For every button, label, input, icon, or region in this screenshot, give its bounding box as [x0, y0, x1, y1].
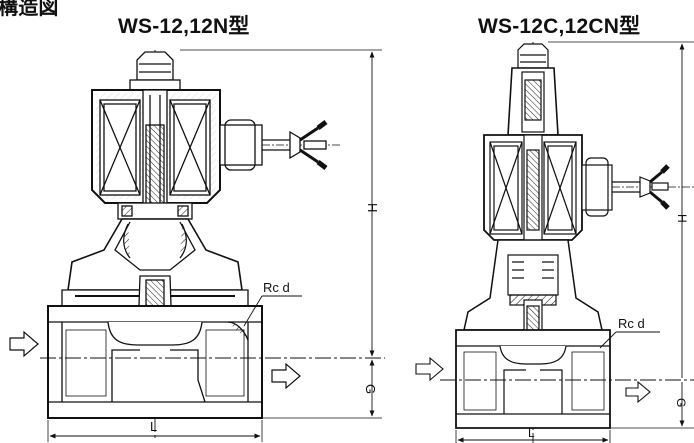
right-valve-drawing: [415, 41, 694, 443]
left-valve-drawing: [9, 49, 385, 442]
left-port-label: Rc d: [263, 280, 290, 295]
right-offset-label: G: [674, 398, 688, 407]
section-title: 構造図: [0, 0, 59, 19]
left-model-title: WS-12,12N型: [118, 15, 250, 38]
left-offset-label: G: [363, 384, 378, 394]
right-port-label: Rc d: [618, 316, 645, 331]
left-length-label: L: [150, 419, 157, 434]
right-model-title: WS-12C,12CN型: [478, 15, 641, 38]
right-length-label: L: [528, 426, 535, 440]
left-height-label: H: [365, 203, 380, 212]
right-height-label: H: [675, 214, 689, 223]
